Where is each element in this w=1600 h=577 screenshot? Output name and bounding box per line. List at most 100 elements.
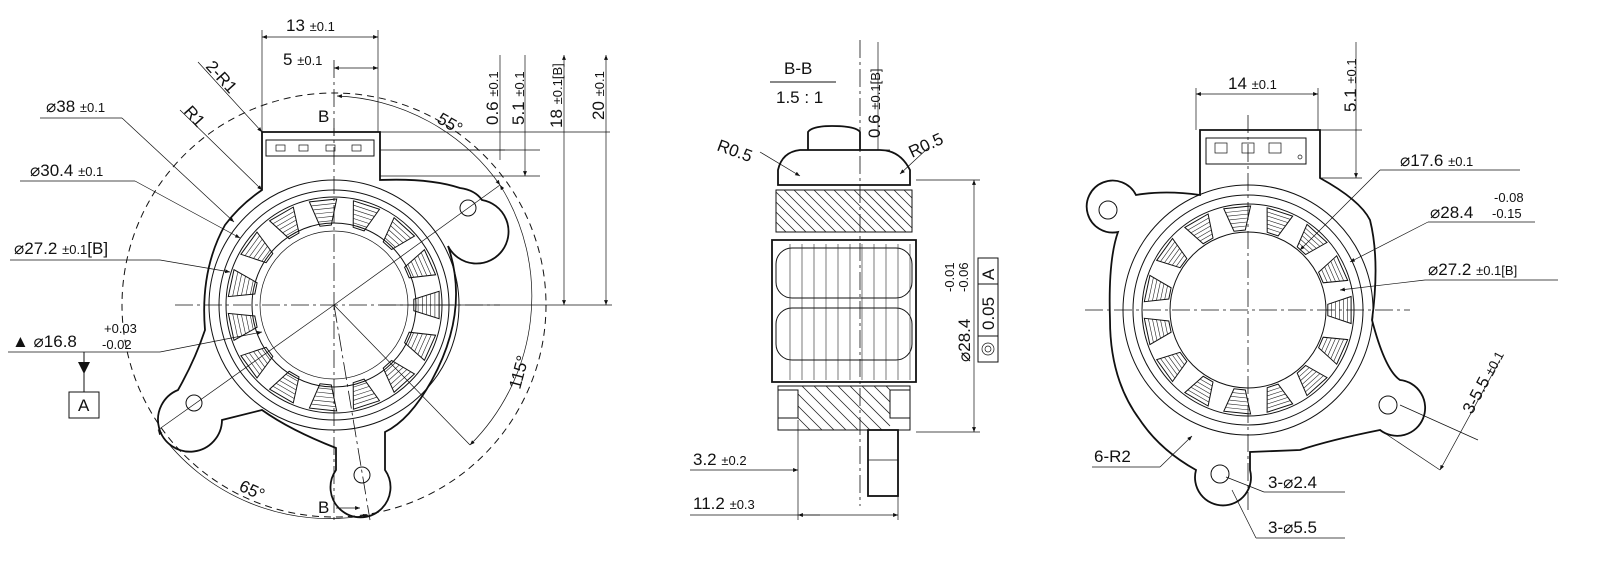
right-view: 14 ±0.1 5.1 ±0.1 ⌀17.6 ±0.1 ⌀28.4 -0.08 … [1085,42,1558,539]
coil-winding [1303,373,1320,389]
coil-winding [318,387,333,390]
hatch-line [843,189,887,233]
coil-winding [1267,387,1281,392]
section-dim-112-tol: ±0.3 [730,497,755,512]
coil-winding [353,386,369,392]
coil-winding [1148,318,1154,343]
coil-winding [384,237,396,248]
coil-winding [1160,241,1175,262]
left-dia-272: 27.2 [24,239,57,258]
hatch-line [861,385,891,415]
left-dim-5-tol: ±0.1 [297,53,322,68]
coil-winding [245,278,250,295]
left-angle-115: 115° [506,353,533,391]
coil-winding [1300,239,1313,251]
coil-winding [1168,248,1180,264]
left-dim-51: 5.1 [509,101,528,125]
coil-winding [353,396,377,406]
section-dim-06-tol: ±0.1[B] [868,69,883,110]
right-marker-dot [1297,154,1303,160]
coil-winding [417,334,427,355]
coil-winding [390,225,407,241]
hatch-line [813,189,857,233]
stator-tooth [382,216,416,251]
coil-winding [1156,281,1161,301]
coil-winding [244,354,260,375]
hatch-line [793,189,837,233]
coil-winding [1267,390,1283,397]
left-dia-304: 30.4 [40,161,73,180]
coil-winding [245,315,250,332]
coil-winding [1267,397,1288,405]
coil-winding [353,382,367,388]
hatch-line [837,385,883,431]
coil-winding [313,207,335,211]
coil-winding [311,403,336,407]
stator-tooth [382,359,416,394]
coil-winding [1267,228,1281,233]
right-dia-176: 17.6 [1410,151,1443,170]
coil-winding [1168,356,1180,372]
section-radius-left: R0.5 [715,136,755,166]
coil-winding [1333,339,1344,362]
coil-winding [414,333,423,352]
coil-winding [314,395,334,399]
coil-winding [1197,229,1212,239]
svg-text:20 ±0.1: 20 ±0.1 [589,71,608,120]
right-dim-51-tol: ±0.1 [1344,58,1359,83]
coil-winding [1164,245,1178,263]
left-pin-4 [351,144,362,152]
right-holes-55-count: 3- [1268,518,1283,537]
hatch-line [775,221,787,233]
coil-winding [241,315,246,334]
stator-tooth [1327,295,1352,325]
coil-winding [1194,225,1211,236]
coil-winding [392,221,411,239]
section-dim-32: 3.2 [693,450,717,469]
svg-text:0.6 ±0.1[B]: 0.6 ±0.1[B] [865,69,884,138]
right-dim-14: 14 [1228,74,1247,93]
coil-winding [1230,396,1247,399]
coil-winding [272,211,295,224]
coil-winding [257,246,268,260]
hatch-line [903,189,913,199]
section-title: B-B [784,59,812,78]
coil-winding [1302,371,1317,385]
coil-winding [1164,357,1178,375]
right-mount-hole-2 [1378,395,1398,415]
right-stator-teeth [1143,205,1352,415]
left-dia-38: 38 [56,97,75,116]
coil-winding [1172,354,1183,369]
section-top-coil [775,189,913,233]
hatch-line [863,189,907,233]
stator-tooth [240,346,274,379]
right-dim-51: 5.1 [1341,88,1360,112]
section-runout-value: 0.05 [979,297,998,330]
coil-winding [313,399,335,403]
coil-winding [1152,279,1158,301]
coil-winding [316,391,333,394]
stator-tooth [1183,375,1214,407]
left-dim-18: 18 [547,109,566,128]
hatch-line [783,189,827,233]
coil-winding [318,220,333,223]
left-dim-06-tol: ±0.1 [486,71,501,96]
left-dia-168: 16.8 [44,332,77,351]
stator-tooth [1266,207,1294,237]
section-bottom-winding-right [889,389,911,419]
coil-winding [232,272,239,296]
coil-winding [250,315,254,330]
coil-winding [1333,258,1344,281]
right-dia-284: 28.4 [1440,203,1473,222]
svg-text:14 ±0.1: 14 ±0.1 [1228,74,1277,93]
hatch-line [797,393,835,431]
coil-winding [282,224,297,233]
coil-winding [249,353,263,371]
coil-winding [249,239,263,257]
coil-winding [1305,375,1324,393]
coil-winding [1156,319,1161,339]
coil-winding [1267,219,1286,227]
hatch-line [833,189,877,233]
coil-winding [1300,369,1313,381]
coil-winding [1227,213,1249,217]
